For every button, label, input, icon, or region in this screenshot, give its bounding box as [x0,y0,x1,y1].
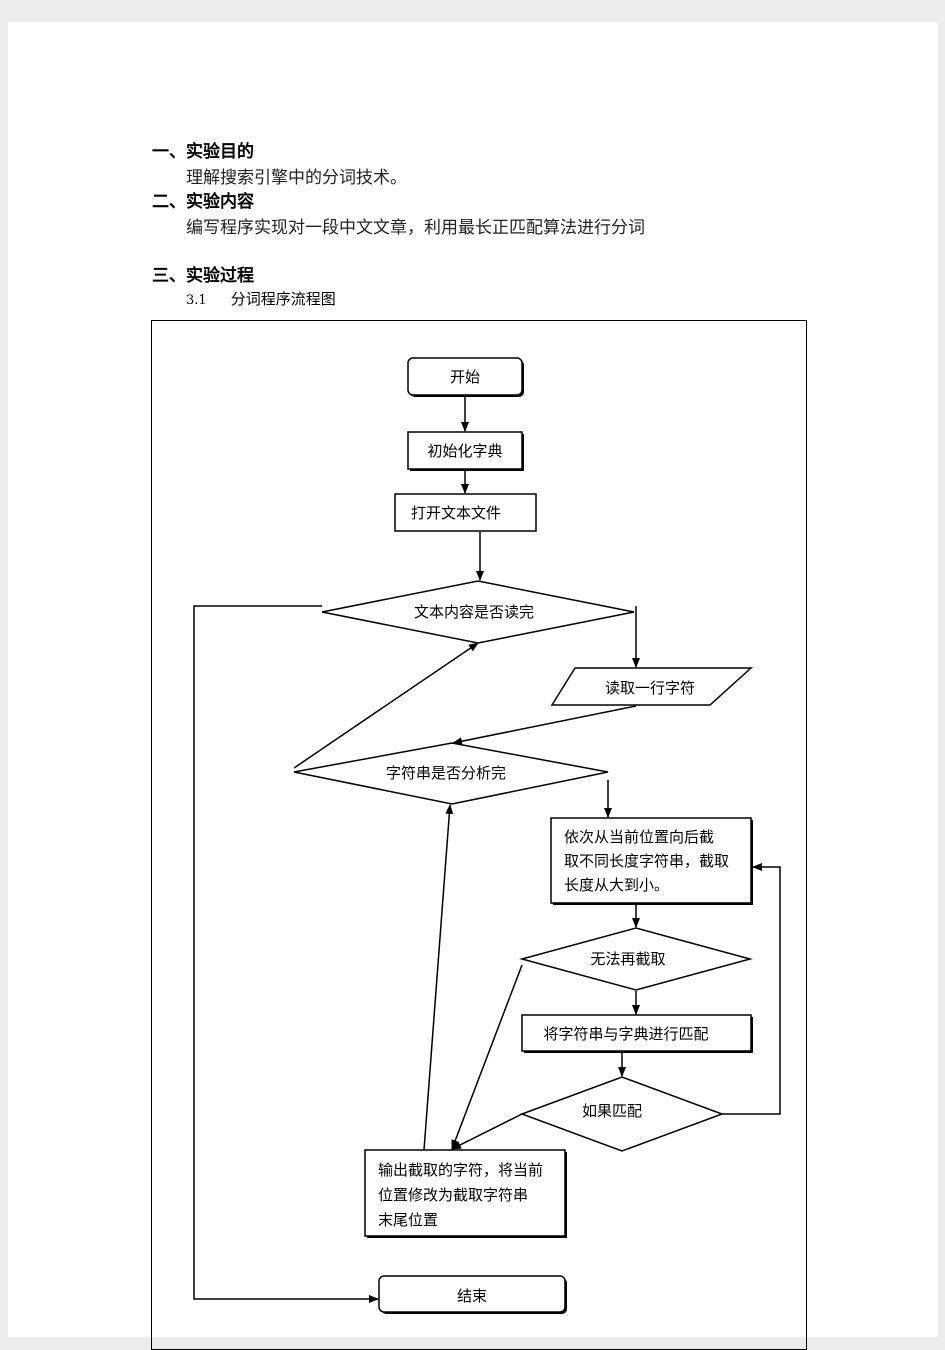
section-1-title: 一、实验目的 [152,142,254,162]
no-more-cut-label: 无法再截取 [590,950,665,968]
file-done-decision [321,580,635,644]
output-text-line-2: 位置修改为截取字符串 [378,1186,528,1204]
if-match-label: 如果匹配 [582,1102,642,1120]
document-page [8,22,938,1337]
section-2-title: 二、实验内容 [152,192,254,212]
init-dict-label: 初始化字典 [427,442,502,460]
match-dict-node [521,1014,752,1052]
string-done-label: 字符串是否分析完 [386,764,506,782]
open-file-node [394,493,537,532]
read-line-node [550,667,753,706]
no-more-cut-decision [519,927,753,991]
section-3-title: 三、实验过程 [152,266,254,286]
section-2-text: 编写程序实现对一段中文文章，利用最长正匹配算法进行分词 [186,218,645,238]
cut-text-line-3: 长度从大到小。 [564,876,669,894]
start-label: 开始 [450,368,480,386]
cut-text-line-2: 取不同长度字符串，截取 [564,852,729,870]
start-node [407,357,523,396]
open-file-label: 打开文本文件 [411,504,501,522]
string-done-decision [293,742,609,805]
file-done-label: 文本内容是否读完 [414,603,534,621]
read-line-label: 读取一行字符 [605,679,695,697]
init-dict-node [407,431,523,470]
section-1-text: 理解搜索引擎中的分词技术。 [186,168,407,188]
end-label: 结束 [457,1287,487,1305]
output-node [364,1149,566,1237]
output-text-line-3: 末尾位置 [378,1211,438,1229]
cut-text-line-1: 依次从当前位置向后截 [564,828,714,846]
subsection-number: 3.1 [186,293,207,308]
cut-string-node [550,817,752,904]
subsection-title: 分词程序流程图 [230,290,336,308]
match-dict-label: 将字符串与字典进行匹配 [543,1025,708,1043]
subsection-3-1: 3.1 分词程序流程图 [186,288,336,309]
end-node [378,1275,566,1313]
output-text-line-1: 输出截取的字符，将当前 [378,1161,543,1179]
